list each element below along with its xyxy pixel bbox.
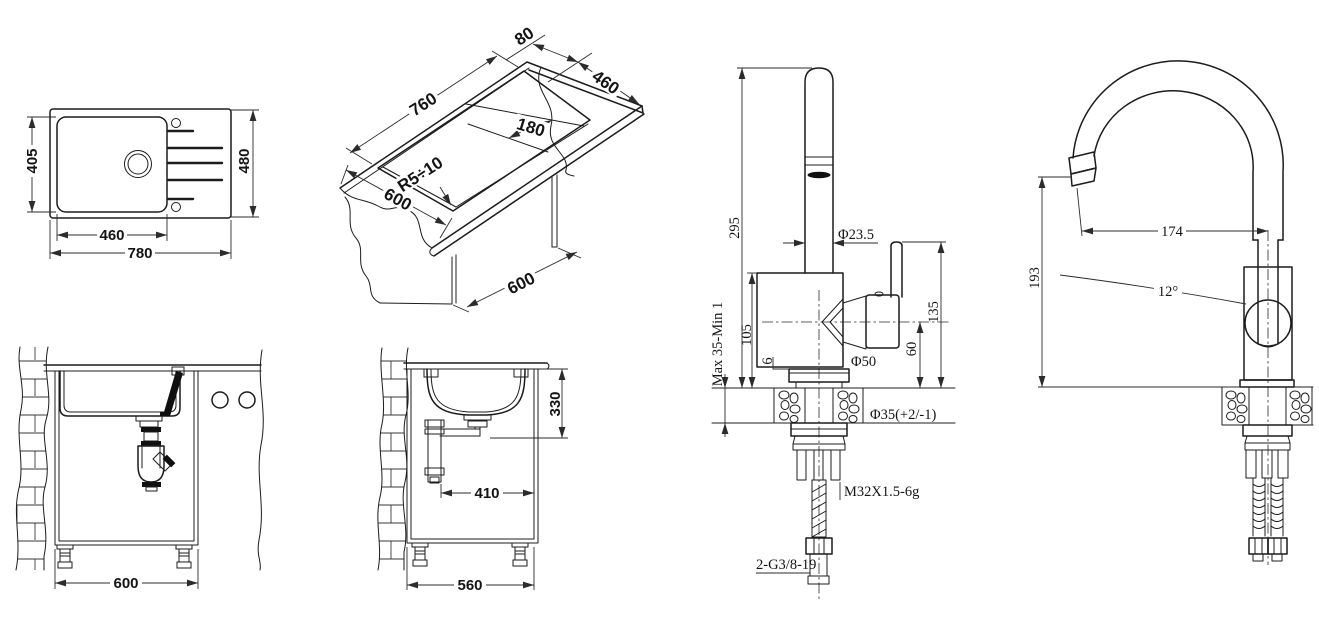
side-hole-left <box>211 391 229 409</box>
dim-label-drainer-section: 180 <box>512 113 550 141</box>
cabinet-leg <box>56 544 74 569</box>
dim-label-hose-thread: 2-G3/8-19 <box>756 557 816 573</box>
svg-text:12°: 12° <box>1158 284 1179 300</box>
cabinet-front-view: 600 <box>15 346 264 592</box>
dim-label-cutout-length: 760 <box>403 87 442 120</box>
cabinet-box-side <box>406 368 539 544</box>
cabinet-box <box>54 370 199 546</box>
svg-text:460: 460 <box>99 227 124 244</box>
dim-label-spout-diameter: Φ23.5 <box>838 227 874 243</box>
dim-label-handle-axis-height: 60 <box>904 342 920 357</box>
dim-label-cabinet-depth-side: 560 <box>454 577 486 594</box>
svg-text:6: 6 <box>760 357 776 364</box>
svg-text:R5÷10: R5÷10 <box>394 153 446 196</box>
handle-pivot <box>1244 299 1292 347</box>
aerator-band <box>807 171 831 179</box>
tap-hole-bottom <box>171 202 181 212</box>
drain-hole <box>124 150 152 178</box>
brick-wall-side <box>377 348 409 570</box>
dim-label-spout-height: 295 <box>727 215 743 241</box>
faucet-front-view: 174 193 12° <box>1027 60 1314 565</box>
handle-body <box>865 294 900 349</box>
side-hole-right <box>238 391 256 409</box>
svg-text:780: 780 <box>127 245 152 262</box>
svg-text:480: 480 <box>236 148 253 173</box>
dim-label-cutout-depth: 460 <box>587 64 626 98</box>
tap-hole-top <box>171 118 181 128</box>
threaded-shank <box>811 479 827 538</box>
svg-text:80: 80 <box>511 23 537 49</box>
svg-text:410: 410 <box>474 485 499 502</box>
svg-text:560: 560 <box>457 577 482 594</box>
svg-text:174: 174 <box>1161 224 1184 240</box>
dim-label-bowl-width: 460 <box>97 227 127 244</box>
svg-text:405: 405 <box>24 148 41 173</box>
dim-label-base-diameter: Φ50 <box>851 354 876 370</box>
faucet-side-view: 295 105 Max 35-Min 1 Φ23.5 135 60 Φ50 Φ3… <box>710 67 956 600</box>
spout-column <box>804 67 834 274</box>
dim-label-handle-height: 135 <box>926 301 942 323</box>
svg-text:135: 135 <box>926 301 942 323</box>
dim-label-overall-width: 780 <box>125 245 155 262</box>
drain-elbow-pipe <box>160 371 183 416</box>
faucet-body <box>756 272 844 368</box>
dim-label-cabinet-width-front: 600 <box>110 575 142 592</box>
dim-label-drain-height: 330 <box>547 391 564 416</box>
svg-text:105: 105 <box>739 324 755 346</box>
dim-label-overall-height: 480 <box>236 148 253 173</box>
handle-lever <box>890 241 903 298</box>
dim-label-cabinet-width: 600 <box>501 267 540 298</box>
svg-text:295: 295 <box>727 217 743 239</box>
cabinet-leg <box>411 542 429 567</box>
dim-label-mount-hole: Φ35(+2/-1) <box>870 407 936 423</box>
svg-text:600: 600 <box>113 575 138 592</box>
sink-bowl-section <box>426 368 526 416</box>
cabinet-leg <box>175 544 193 569</box>
brick-wall <box>16 347 49 570</box>
dim-label-spout-reach: 174 <box>1158 224 1186 240</box>
dim-label-rim-offset: 80 <box>509 21 539 50</box>
svg-text:60: 60 <box>904 342 920 357</box>
cabinet-leg <box>511 542 529 567</box>
dim-label-base-plate-thickness: 6 <box>760 357 776 364</box>
sink-bowl-front <box>59 370 181 417</box>
spout-tip <box>1070 167 1097 187</box>
dim-label-shank-thread: M32X1.5-6g <box>844 484 919 500</box>
sink-top-view: 405 480 460 780 <box>24 108 259 262</box>
dim-label-deck-thickness: Max 35-Min 1 <box>710 302 726 387</box>
supply-hose-right <box>1270 477 1284 537</box>
svg-text:Max 35-Min 1: Max 35-Min 1 <box>710 302 726 387</box>
dim-label-bowl-height: 405 <box>24 145 41 177</box>
dim-label-body-height: 105 <box>739 324 755 346</box>
svg-text:330: 330 <box>547 391 564 416</box>
supply-hose-left <box>1252 477 1266 537</box>
dim-label-spout-drop: 193 <box>1027 267 1043 289</box>
countertop-cutout-isometric-view: 760 80 460 180 R5÷10 600 600 <box>339 21 645 313</box>
svg-text:193: 193 <box>1027 267 1043 289</box>
dim-label-drain-offset: 410 <box>471 485 503 502</box>
dim-label-tilt-angle: 12° <box>1154 284 1182 300</box>
cabinet-side-view: 330 410 560 <box>377 347 568 594</box>
gooseneck-spout <box>1072 60 1284 241</box>
